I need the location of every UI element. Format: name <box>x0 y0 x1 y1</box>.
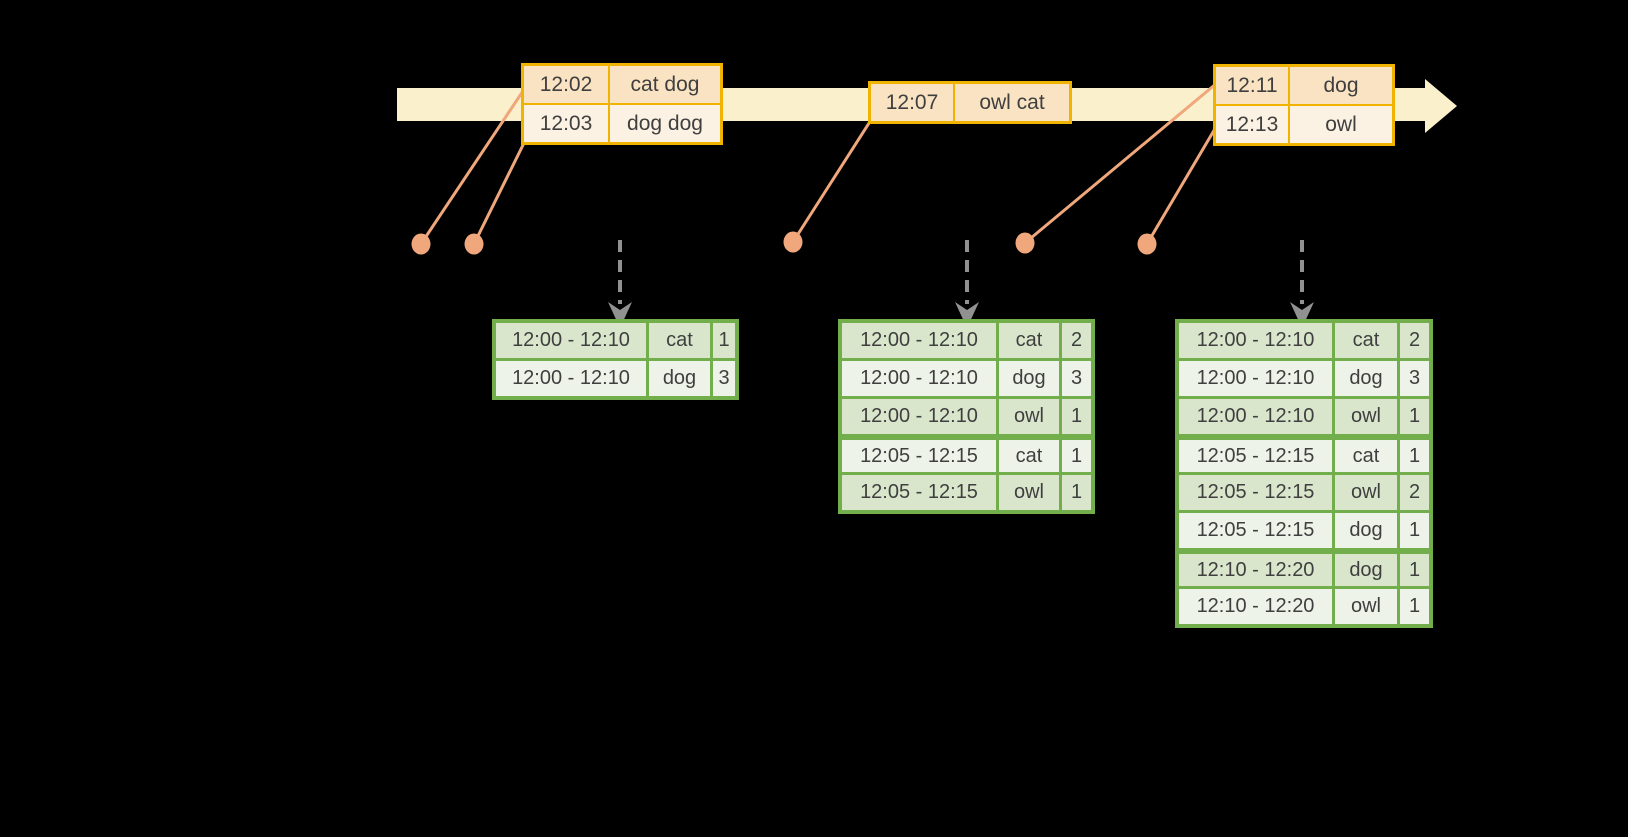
result-word: cat <box>649 323 710 358</box>
result-count: 1 <box>1400 551 1429 586</box>
result-window: 12:00 - 12:10 <box>842 323 996 358</box>
result-window: 12:05 - 12:15 <box>842 437 996 472</box>
event-time-dot <box>1137 233 1157 255</box>
result-count: 1 <box>1400 513 1429 548</box>
result-window: 12:10 - 12:20 <box>1179 551 1332 586</box>
result-window: 12:10 - 12:20 <box>1179 589 1332 624</box>
event-words: dog <box>1290 67 1392 104</box>
event-words: owl <box>1290 106 1392 143</box>
result-count: 1 <box>1400 399 1429 434</box>
result-count: 1 <box>1062 437 1091 472</box>
event-time-dot <box>411 233 431 255</box>
result-word: owl <box>999 475 1059 510</box>
result-word: dog <box>649 361 710 396</box>
result-word: owl <box>999 399 1059 434</box>
result-count: 3 <box>1062 361 1091 396</box>
event-time: 12:11 <box>1216 67 1288 104</box>
result-window: 12:05 - 12:15 <box>1179 437 1332 472</box>
result-word: dog <box>1335 361 1397 396</box>
event-time: 12:02 <box>524 66 608 103</box>
result-window: 12:05 - 12:15 <box>1179 475 1332 510</box>
result-word: dog <box>1335 513 1397 548</box>
result-count: 1 <box>1400 589 1429 624</box>
event-time: 12:13 <box>1216 106 1288 143</box>
event-time-dot <box>1015 232 1035 254</box>
result-count: 2 <box>1400 323 1429 358</box>
result-word: dog <box>1335 551 1397 586</box>
event-connector-line <box>1024 81 1218 245</box>
result-count: 3 <box>1400 361 1429 396</box>
result-window: 12:00 - 12:10 <box>842 361 996 396</box>
output-arrow-icon <box>608 240 632 328</box>
result-count: 1 <box>1062 475 1091 510</box>
event-words: owl cat <box>955 84 1069 121</box>
result-count: 2 <box>1400 475 1429 510</box>
result-count: 1 <box>1400 437 1429 472</box>
event-words: dog dog <box>610 105 720 142</box>
result-count: 3 <box>713 361 735 396</box>
result-window: 12:00 - 12:10 <box>496 361 646 396</box>
output-arrow-icon <box>1290 240 1314 328</box>
result-word: cat <box>1335 323 1397 358</box>
event-connector-line <box>1145 126 1218 245</box>
output-arrow-icon <box>955 240 979 328</box>
result-count: 1 <box>1062 399 1091 434</box>
event-time: 12:03 <box>524 105 608 142</box>
event-time-dot <box>464 233 484 255</box>
event-words: cat dog <box>610 66 720 103</box>
timeline-arrowhead-icon <box>1425 79 1457 133</box>
result-window: 12:00 - 12:10 <box>1179 323 1332 358</box>
event-connector-line <box>419 87 527 245</box>
event-connector-line <box>791 119 873 243</box>
result-word: cat <box>1335 437 1397 472</box>
result-window: 12:00 - 12:10 <box>842 399 996 434</box>
result-word: dog <box>999 361 1059 396</box>
result-word: owl <box>1335 589 1397 624</box>
result-window: 12:05 - 12:15 <box>1179 513 1332 548</box>
result-word: owl <box>1335 475 1397 510</box>
event-time: 12:07 <box>871 84 953 121</box>
result-word: cat <box>999 323 1059 358</box>
result-window: 12:05 - 12:15 <box>842 475 996 510</box>
event-time-dot <box>783 231 803 253</box>
result-window: 12:00 - 12:10 <box>1179 361 1332 396</box>
result-window: 12:00 - 12:10 <box>1179 399 1332 434</box>
event-connector-line <box>472 140 527 245</box>
result-count: 1 <box>713 323 735 358</box>
result-count: 2 <box>1062 323 1091 358</box>
result-word: owl <box>1335 399 1397 434</box>
result-word: cat <box>999 437 1059 472</box>
result-window: 12:00 - 12:10 <box>496 323 646 358</box>
